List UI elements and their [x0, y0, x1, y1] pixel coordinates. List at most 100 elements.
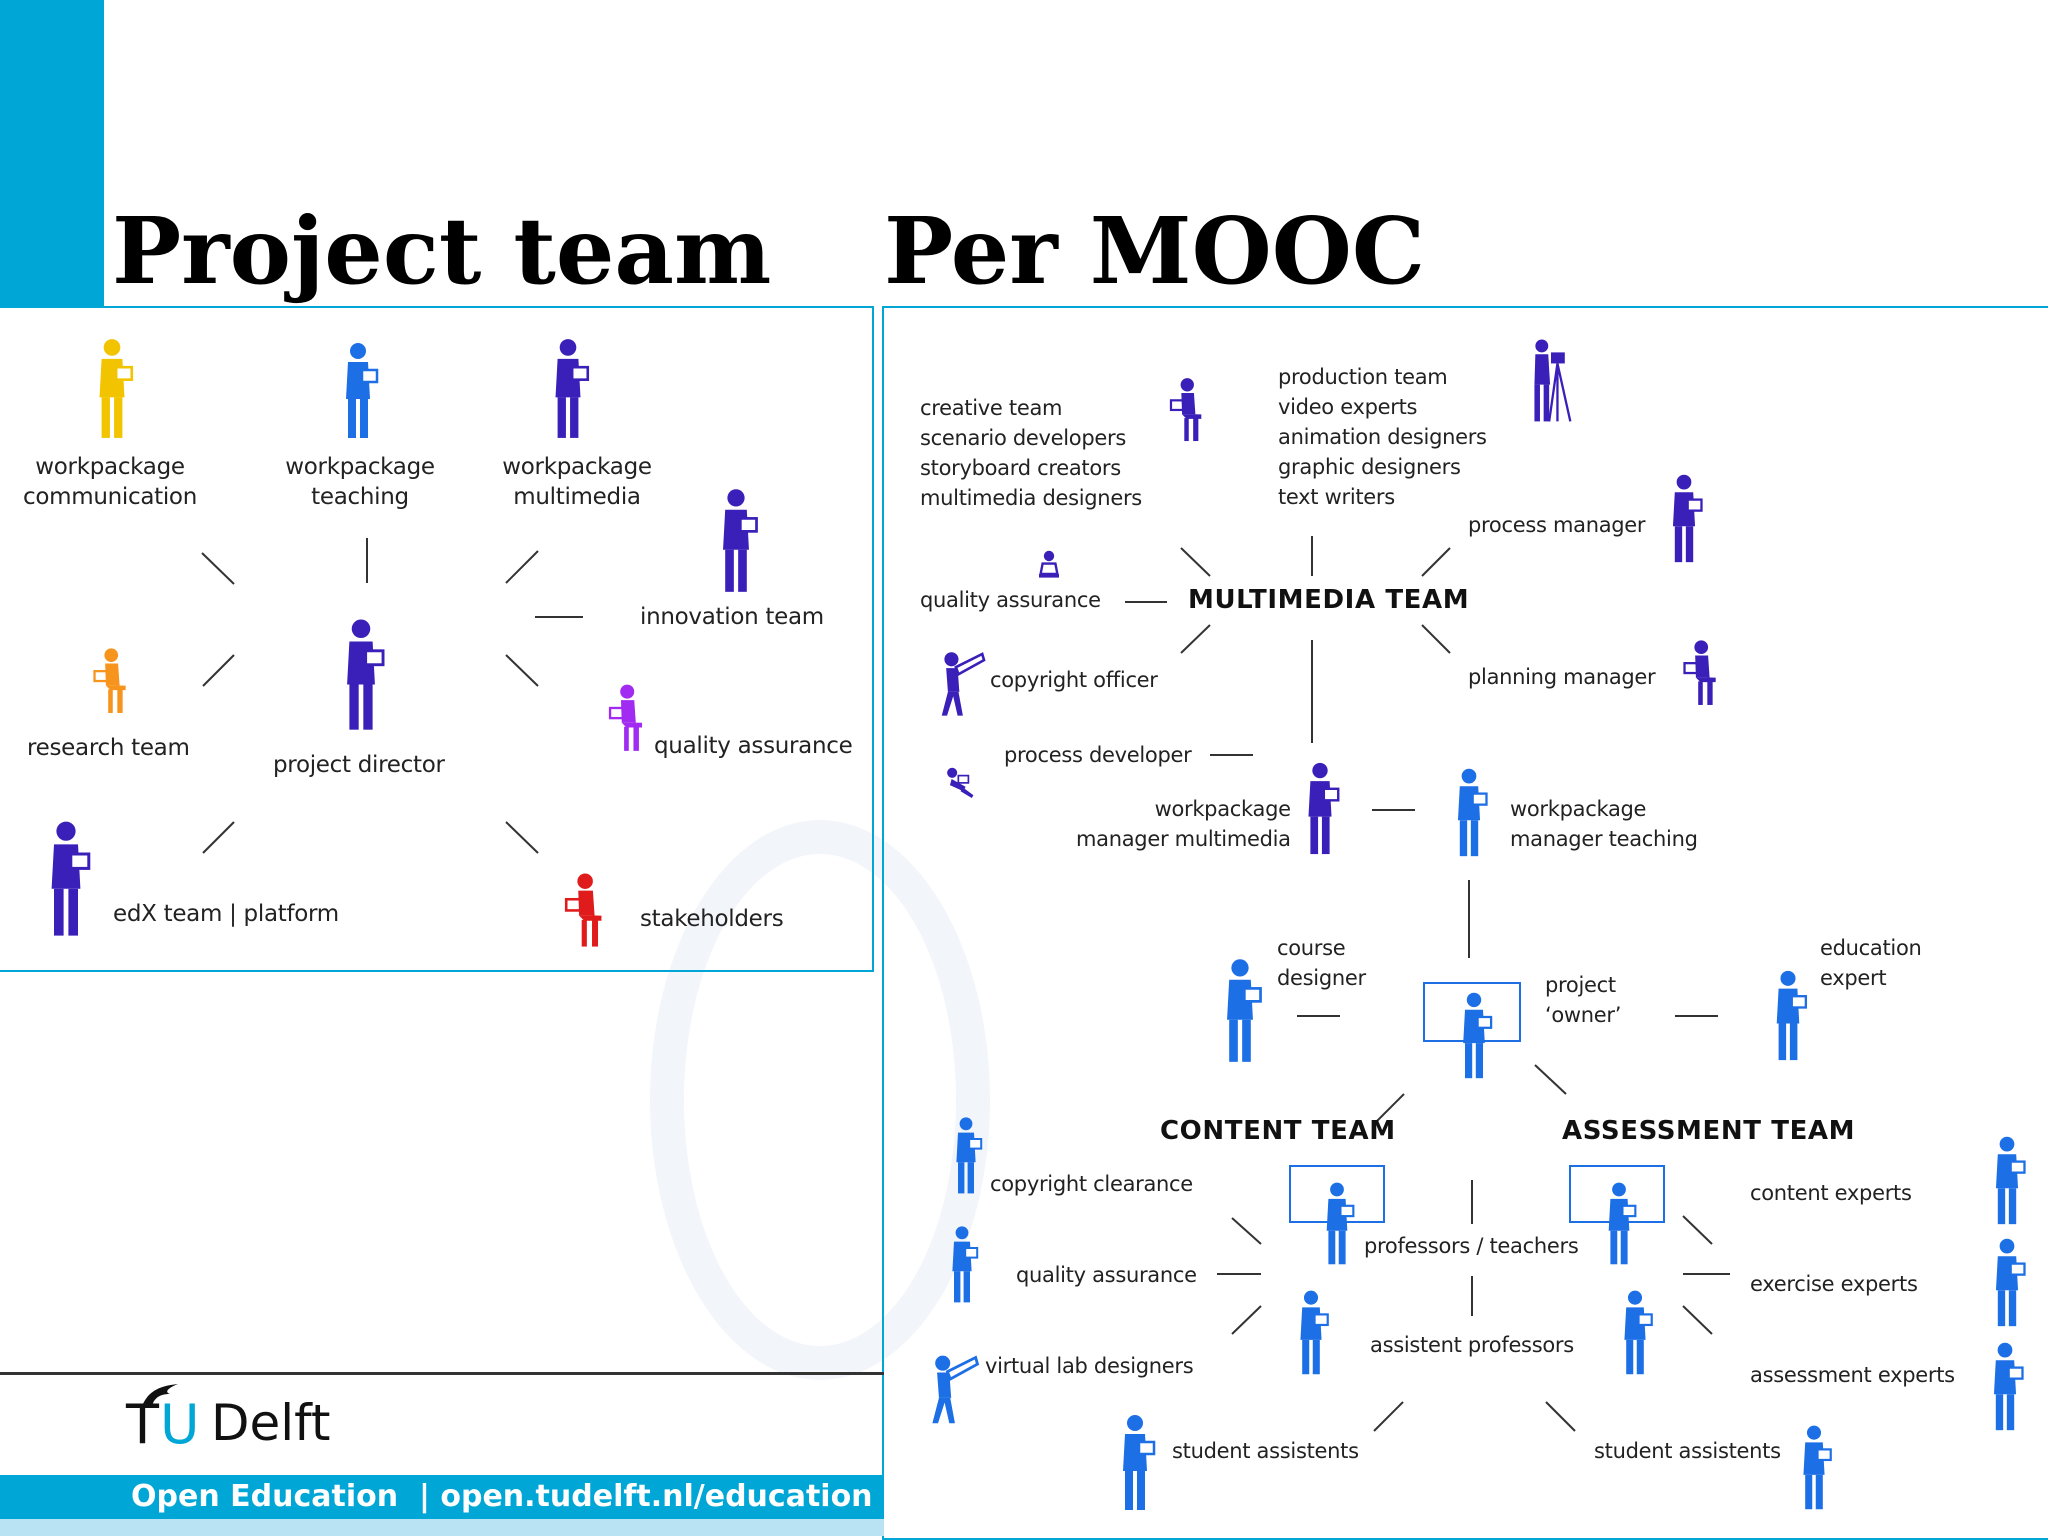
label-student-assistents-right: student assistents: [1594, 1439, 1781, 1463]
fig-copyright-officer: [924, 632, 1000, 720]
fig-wp-mgr-multimedia: [1294, 760, 1346, 856]
label-planning-manager: planning manager: [1468, 665, 1656, 689]
label-multimedia-team: MULTIMEDIA TEAM: [1188, 585, 1470, 615]
label-exercise-experts: exercise experts: [1750, 1272, 1918, 1296]
stand-person-icon: [1123, 1415, 1156, 1510]
label-virtual-lab-designers: virtual lab designers: [985, 1354, 1194, 1378]
fig-planning: [1680, 632, 1724, 708]
label-wp-teaching: workpackage teaching: [285, 454, 435, 510]
tudelft-logo: T U Delft: [126, 1382, 336, 1462]
logo-word-delft: Delft: [211, 1394, 331, 1452]
label-quality-assurance-left: quality assurance: [654, 733, 853, 759]
stand-person-icon: [1993, 1342, 2024, 1431]
fig-assistent-content: [1286, 1288, 1336, 1376]
title-project-team: Project team: [112, 197, 772, 305]
stand-person-icon: [1995, 1238, 2026, 1327]
stand-person-icon: [1463, 992, 1493, 1079]
fig-assessment-experts: [1980, 1340, 2030, 1432]
label-innovation-team: innovation team: [640, 604, 824, 630]
label-research-team: research team: [27, 735, 190, 761]
camera-person-icon: [1534, 339, 1572, 422]
label-course-designer: course designer: [1277, 936, 1366, 990]
label-wp-manager-multimedia: workpackage manager multimedia: [1076, 797, 1291, 851]
label-production-team: production team video experts animation …: [1278, 365, 1487, 509]
stand-person-icon: [1776, 970, 1808, 1061]
fig-innovation: [708, 486, 764, 594]
label-copyright-clearance: copyright clearance: [990, 1172, 1193, 1196]
logo-letter-u: U: [160, 1393, 200, 1456]
fig-quality-left: [600, 676, 656, 754]
fig-exercise-experts: [1984, 1236, 2030, 1328]
sit-person-icon: [1683, 640, 1716, 705]
footer-link-text[interactable]: Open Education | open.tudelft.nl/educati…: [131, 1479, 873, 1514]
fig-virtual-lab: [916, 1334, 992, 1428]
stand-person-icon: [1308, 762, 1340, 855]
label-quality-assurance-mm: quality assurance: [920, 588, 1101, 612]
footer-bar: [0, 1475, 884, 1519]
label-project-director: project director: [273, 752, 445, 778]
fig-professor-content: [1312, 1180, 1362, 1266]
project-team-panel: [0, 306, 874, 972]
label-wp-manager-teaching: workpackage manager teaching: [1510, 797, 1698, 851]
logo-letter-t: T: [126, 1393, 159, 1456]
sit-person-icon: [93, 648, 126, 713]
fig-process-manager: [1658, 472, 1710, 564]
label-assistent-professors: assistent professors: [1370, 1333, 1574, 1357]
footer-strip: [0, 1519, 884, 1536]
fig-wp-communication: [84, 336, 140, 440]
label-content-experts: content experts: [1750, 1181, 1912, 1205]
laptop-person-icon: [1039, 550, 1059, 578]
fig-course-designer: [1212, 956, 1268, 1064]
fig-content-quality: [942, 1218, 982, 1310]
label-copyright-officer: copyright officer: [990, 668, 1158, 692]
label-student-assistents-left: student assistents: [1172, 1439, 1359, 1463]
label-process-manager: process manager: [1468, 513, 1646, 537]
fig-quality-mm: [1024, 544, 1074, 584]
label-assessment-team: ASSESSMENT TEAM: [1562, 1116, 1856, 1146]
stand-person-icon: [347, 619, 385, 730]
stand-person-icon: [1803, 1425, 1832, 1510]
stand-person-icon: [1995, 1136, 2026, 1225]
fig-wp-multimedia: [540, 336, 596, 440]
stand-person-icon: [1227, 959, 1262, 1062]
label-content-team: CONTENT TEAM: [1160, 1116, 1396, 1146]
fig-assistent-assessment: [1610, 1288, 1660, 1376]
fig-director: [332, 612, 390, 736]
sit-person-icon: [608, 684, 643, 751]
accent-bar: [0, 0, 104, 307]
footer-rule: [0, 1372, 884, 1375]
stand-person-icon: [1326, 1182, 1355, 1265]
fig-creative: [1162, 370, 1214, 444]
stand-person-icon: [1608, 1182, 1637, 1265]
fig-student-left: [1110, 1412, 1160, 1512]
telescope-person-icon: [941, 652, 986, 716]
label-professors-teachers: professors / teachers: [1364, 1234, 1579, 1258]
sit-person-icon: [564, 873, 602, 947]
stand-person-icon: [1624, 1290, 1653, 1375]
telescope-person-icon: [932, 1355, 980, 1424]
label-assessment-experts: assessment experts: [1750, 1363, 1955, 1387]
fig-education-expert: [1762, 968, 1814, 1062]
fig-edx: [36, 816, 96, 940]
stand-person-icon: [956, 1117, 983, 1194]
fig-research: [84, 640, 140, 716]
label-edx-team: edX team | platform: [113, 901, 339, 927]
sit-person-icon: [1169, 378, 1202, 442]
stand-person-icon: [51, 821, 91, 936]
stand-person-icon: [952, 1226, 979, 1303]
fig-student-right: [1792, 1422, 1836, 1512]
stand-person-icon: [1672, 474, 1703, 563]
fig-project-owner: [1448, 990, 1500, 1080]
title-per-mooc: Per MOOC: [884, 197, 1426, 305]
label-wp-multimedia: workpackage multimedia: [502, 454, 652, 510]
stand-person-icon: [1457, 768, 1488, 857]
stand-person-icon: [555, 339, 590, 438]
stand-person-icon: [723, 489, 758, 592]
flame-icon: [142, 1384, 178, 1406]
fig-professor-assessment: [1594, 1180, 1644, 1266]
label-content-quality-assurance: quality assurance: [1016, 1263, 1197, 1287]
fig-wp-teaching: [330, 340, 386, 440]
lying-person-icon: [947, 767, 974, 798]
label-wp-communication: workpackage communication: [23, 454, 197, 510]
